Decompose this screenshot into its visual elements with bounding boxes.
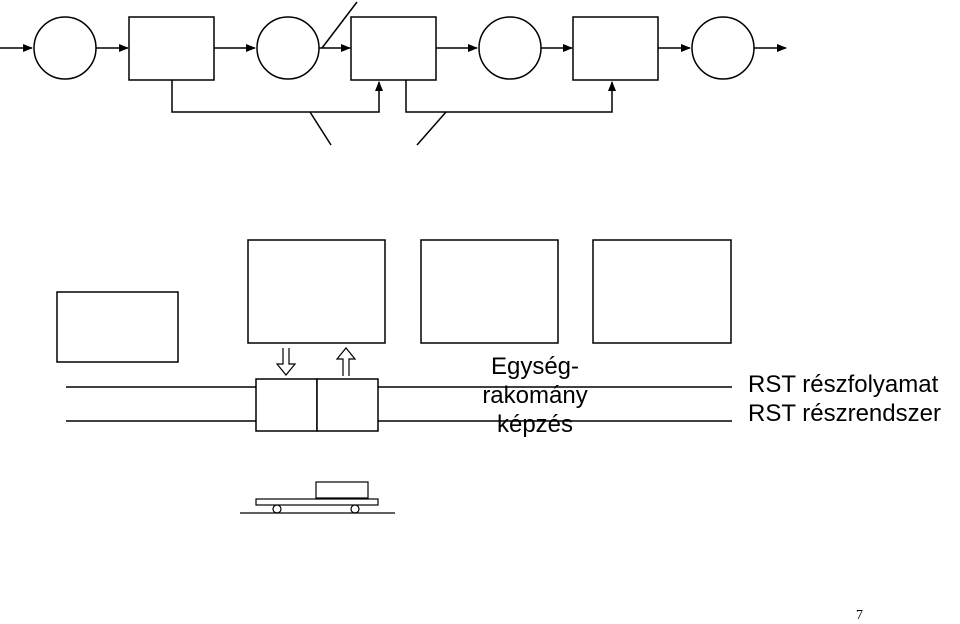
cart-load xyxy=(315,481,369,499)
process-node-circle-4 xyxy=(691,16,755,80)
diagonal-pointer-line xyxy=(416,111,447,146)
page-number: 7 xyxy=(856,608,863,623)
upper-block-2 xyxy=(420,239,559,344)
left-block xyxy=(56,291,179,363)
station-box-right xyxy=(316,378,379,432)
process-node-box-2 xyxy=(350,16,437,81)
cart-wheel xyxy=(350,504,360,514)
upper-block-3 xyxy=(592,239,732,344)
diagonal-pointer-line xyxy=(321,1,358,49)
process-node-box-1 xyxy=(128,16,215,81)
down-arrow-icon xyxy=(275,348,297,376)
right-label-line-1: RST részfolyamat xyxy=(748,371,939,398)
center-label-line-2: rakomány xyxy=(482,382,588,409)
process-node-circle-1 xyxy=(33,16,97,80)
cart-platform xyxy=(255,498,379,506)
feedback-connector-1 xyxy=(171,80,383,113)
upper-block-1 xyxy=(247,239,386,344)
up-arrow-icon xyxy=(335,347,357,376)
process-node-circle-3 xyxy=(478,16,542,80)
transport-cart xyxy=(240,481,395,514)
right-label: RST részfolyamat RST részrendszer xyxy=(748,370,941,428)
cart-wheel xyxy=(272,504,282,514)
process-node-circle-2 xyxy=(256,16,320,80)
right-label-line-2: RST részrendszer xyxy=(748,400,941,427)
center-label-line-1: Egység- xyxy=(490,353,580,380)
center-label: Egység- rakomány képzés xyxy=(440,352,630,439)
feedback-connector-2 xyxy=(405,80,616,113)
process-node-box-3 xyxy=(572,16,659,81)
center-label-line-3: képzés xyxy=(496,411,574,438)
diagonal-pointer-line xyxy=(309,111,332,146)
station-box-left xyxy=(255,378,318,432)
